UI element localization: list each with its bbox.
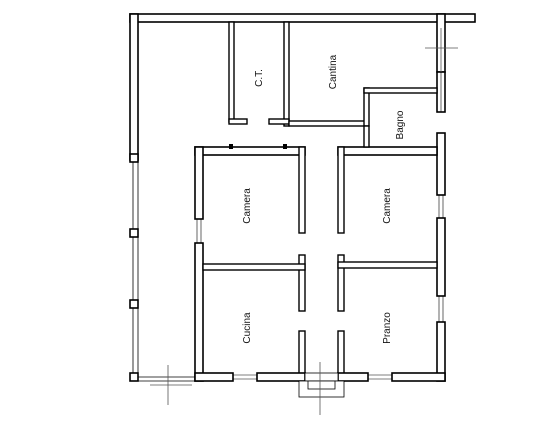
portico-column bbox=[129, 372, 139, 382]
wall-top bbox=[129, 13, 476, 23]
wall-cantina-bottom bbox=[288, 120, 367, 127]
room-label-pranzo: Pranzo bbox=[382, 312, 393, 344]
wall-camera-left-top bbox=[194, 146, 306, 156]
wall-camera-right-left bbox=[337, 146, 345, 234]
wall-left-block bbox=[194, 242, 204, 382]
wall-ct-bottom bbox=[268, 118, 290, 125]
portico-column bbox=[129, 153, 139, 163]
wall-left-upper bbox=[129, 13, 139, 161]
wall-right bbox=[436, 132, 446, 196]
room-label-ct: C.T. bbox=[254, 69, 265, 87]
wall-bagno-left bbox=[363, 125, 370, 148]
wall-pranzo-bottom bbox=[337, 372, 369, 382]
wall-camera-pranzo bbox=[337, 261, 438, 269]
portico-column bbox=[129, 228, 139, 238]
wall-cucina-bottom bbox=[256, 372, 306, 382]
room-label-cucina: Cucina bbox=[242, 312, 253, 344]
wall-camera-cucina bbox=[202, 263, 306, 271]
wall-right bbox=[436, 217, 446, 297]
room-label-cantina: Cantina bbox=[328, 54, 339, 89]
wall-camera-left-right bbox=[298, 146, 306, 234]
portico-column bbox=[129, 299, 139, 309]
wall-right bbox=[436, 321, 446, 382]
entrance-step bbox=[304, 372, 339, 382]
wall-pranzo-left bbox=[337, 254, 345, 312]
wall-ct-cantina bbox=[283, 21, 290, 127]
room-label-camera-right: Camera bbox=[382, 188, 393, 224]
wall-jamb bbox=[229, 144, 233, 149]
room-label-bagno: Bagno bbox=[395, 110, 406, 139]
wall-cucina-bottom bbox=[194, 372, 234, 382]
wall-ct-bottom bbox=[228, 118, 248, 125]
wall-jamb bbox=[283, 144, 287, 149]
wall-cucina-right bbox=[298, 254, 306, 312]
wall-pranzo-bottom bbox=[391, 372, 446, 382]
wall-bagno-top bbox=[363, 87, 438, 94]
entrance-step bbox=[307, 380, 336, 390]
room-label-camera-left: Camera bbox=[242, 188, 253, 224]
wall-camera-right-top bbox=[337, 146, 438, 156]
wall-left-block bbox=[194, 146, 204, 220]
wall-ct-left bbox=[228, 21, 235, 123]
